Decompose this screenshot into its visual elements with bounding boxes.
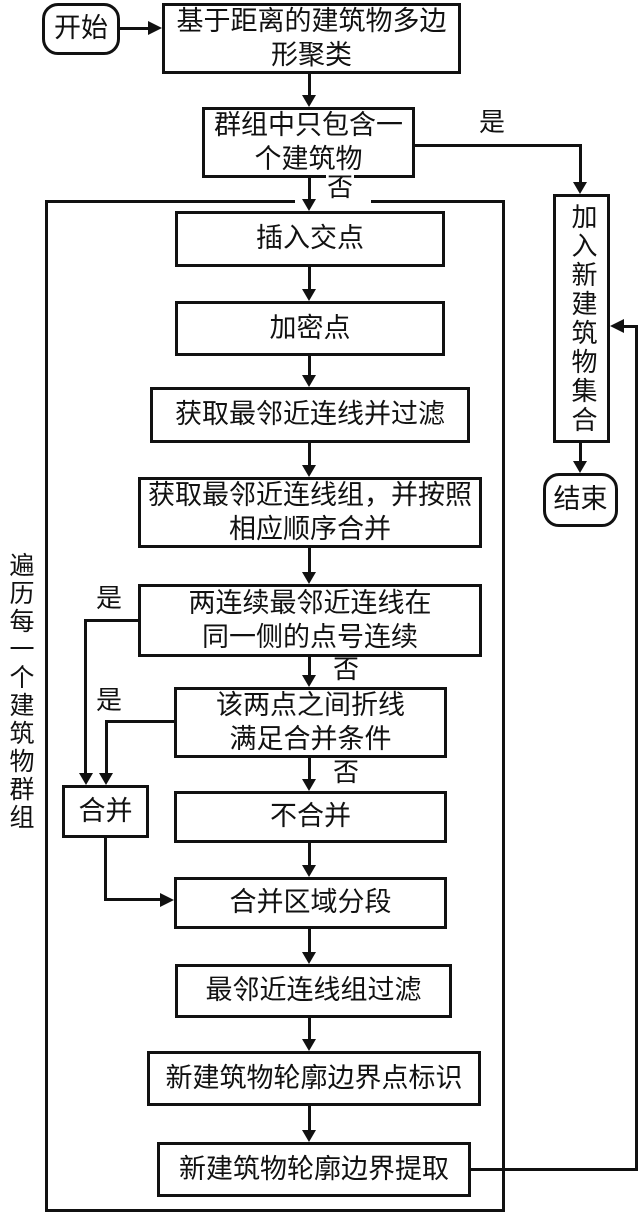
edge-yes-single-addset-h (415, 144, 582, 147)
node-single-building-check-line1: 群组中只包含一 (214, 109, 403, 141)
arrowhead-down-icon (302, 952, 316, 964)
arrowhead-down-icon (302, 675, 316, 687)
edge-consec-polyline (308, 657, 311, 676)
border-gap (295, 197, 371, 206)
edge-label-yes-polyline: 是 (95, 686, 124, 716)
arrowhead-right-icon (148, 21, 162, 35)
arrowhead-down-icon (302, 779, 316, 791)
arrowhead-left-icon (610, 319, 624, 333)
node-densify-points: 加密点 (175, 301, 445, 356)
node-get-nearest-groups-line1: 获取最邻近连线组，并按照 (148, 479, 472, 511)
arrowhead-down-icon (573, 182, 587, 194)
edge-getgroup-consec (308, 548, 311, 573)
arrowhead-down-icon (302, 1130, 316, 1142)
edge-getfilter-getgroup (308, 443, 311, 466)
node-single-building-check-line2: 个建筑物 (254, 143, 363, 175)
edge-densify-getfilter (308, 356, 311, 376)
node-consecutive-numbers-check: 两连续最邻近连线在 同一侧的点号连续 (138, 584, 482, 657)
edge-nomerge-mergeseg (308, 843, 311, 866)
edge-yes-single-addset-v (579, 144, 582, 184)
edge-label-yes-consecutive: 是 (95, 584, 124, 614)
node-consecutive-numbers-line1: 两连续最邻近连线在 (188, 587, 432, 619)
node-get-nearest-filter: 获取最邻近连线并过滤 (150, 387, 470, 443)
edge-yes-consec-merge-h (84, 619, 141, 622)
edge-yes-consec-merge-v (84, 619, 87, 775)
edge-merge-mergeseg-v (104, 838, 107, 901)
edge-cluster-single (308, 74, 311, 96)
edge-merge-mergeseg-h (104, 898, 162, 901)
node-boundary-point-mark: 新建筑物轮廓边界点标识 (147, 1051, 481, 1106)
node-consecutive-numbers-line2: 同一侧的点号连续 (202, 621, 418, 653)
node-end: 结束 (543, 473, 618, 527)
arrowhead-down-icon (302, 572, 316, 584)
node-boundary-point-mark-label: 新建筑物轮廓边界点标识 (165, 1062, 463, 1094)
edge-feedback-top (621, 325, 638, 328)
node-boundary-extract: 新建筑物轮廓边界提取 (157, 1142, 471, 1197)
arrowhead-down-icon (302, 465, 316, 477)
edge-start-cluster (120, 27, 150, 30)
edge-insert-densify (308, 267, 311, 290)
node-single-building-check: 群组中只包含一 个建筑物 (202, 107, 415, 178)
edge-label-no-top: 否 (326, 173, 355, 203)
arrowhead-down-icon (302, 199, 316, 211)
edge-yes-polyline-merge-h (105, 720, 175, 723)
edge-feedback-bottom (471, 1168, 638, 1171)
node-merge-region-segment: 合并区域分段 (174, 877, 447, 929)
edge-label-yes-top: 是 (478, 108, 507, 138)
node-no-merge-label: 不合并 (270, 801, 351, 832)
arrowhead-down-icon (302, 375, 316, 387)
node-boundary-extract-label: 新建筑物轮廓边界提取 (179, 1153, 449, 1185)
arrowhead-down-icon (302, 1039, 316, 1051)
loop-container-box (45, 200, 505, 1212)
edge-label-no-consecutive: 否 (332, 655, 361, 685)
edge-polyline-nomerge (308, 758, 311, 780)
node-merge: 合并 (62, 785, 149, 838)
arrowhead-down-icon (302, 289, 316, 301)
arrowhead-down-icon (79, 773, 93, 785)
node-insert-intersections-label: 插入交点 (256, 223, 364, 254)
node-distance-clustering: 基于距离的建筑物多边 形聚类 (162, 3, 461, 74)
node-start: 开始 (42, 3, 120, 55)
node-add-new-building-set-label: 加入新建筑物集合 (567, 202, 597, 435)
edge-single-insert (308, 178, 311, 200)
edge-feedback-right (635, 325, 638, 1171)
arrowhead-down-icon (99, 773, 113, 785)
node-get-nearest-groups: 获取最邻近连线组，并按照 相应顺序合并 (138, 477, 482, 548)
node-get-nearest-groups-line2: 相应顺序合并 (229, 513, 391, 545)
arrowhead-down-icon (302, 95, 316, 107)
node-add-new-building-set: 加入新建筑物集合 (553, 194, 610, 443)
node-distance-clustering-line2: 形聚类 (271, 39, 352, 71)
edge-label-no-polyline: 否 (332, 758, 361, 788)
node-merge-region-segment-label: 合并区域分段 (229, 887, 392, 918)
node-insert-intersections: 插入交点 (175, 211, 445, 267)
edge-groupfilter-mark (308, 1018, 311, 1040)
node-no-merge: 不合并 (174, 791, 447, 843)
node-nearest-group-filter-label: 最邻近连线组过滤 (205, 975, 422, 1006)
node-polyline-condition-line1: 该两点之间折线 (216, 689, 405, 721)
node-distance-clustering-line1: 基于距离的建筑物多边 (176, 5, 447, 37)
edge-mergeseg-groupfilter (308, 929, 311, 953)
node-polyline-condition-check: 该两点之间折线 满足合并条件 (174, 687, 447, 758)
edge-mark-extract (308, 1106, 311, 1131)
node-get-nearest-filter-label: 获取最邻近连线并过滤 (175, 399, 445, 430)
node-polyline-condition-line2: 满足合并条件 (229, 723, 392, 755)
arrowhead-down-icon (302, 865, 316, 877)
node-end-label: 结束 (553, 484, 608, 515)
edge-addset-end (579, 443, 582, 462)
node-start-label: 开始 (54, 13, 108, 44)
node-merge-label: 合并 (78, 795, 133, 827)
node-densify-points-label: 加密点 (269, 312, 351, 344)
node-nearest-group-filter: 最邻近连线组过滤 (175, 964, 452, 1018)
arrowhead-right-icon (160, 893, 174, 907)
loop-label: 遍历每一个建筑物群组 (6, 552, 35, 832)
arrowhead-down-icon (573, 461, 587, 473)
edge-yes-polyline-merge-v (105, 720, 108, 775)
